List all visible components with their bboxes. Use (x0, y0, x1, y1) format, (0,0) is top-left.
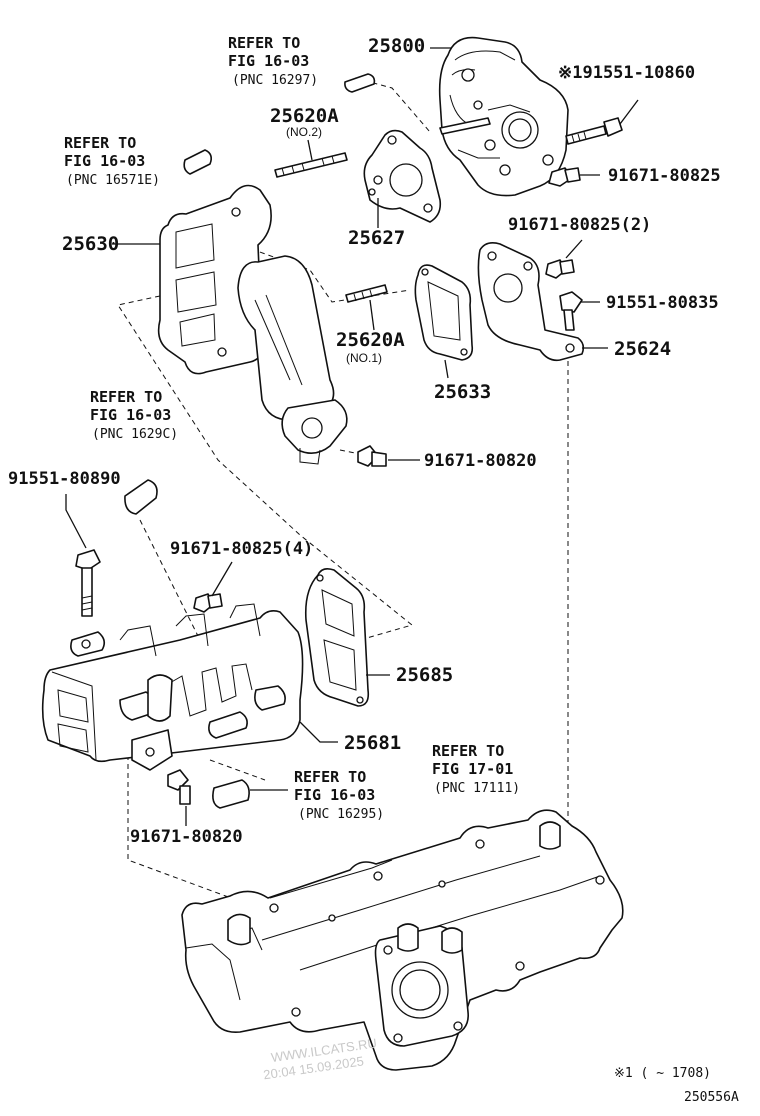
stud-25620A-no2[interactable] (274, 152, 348, 178)
egr-pipe-25630[interactable] (157, 184, 348, 465)
refer-block-1629C[interactable]: REFER TO FIG 16-03 (PNC 1629C) (90, 388, 178, 442)
refer-line-1: REFER TO (294, 768, 366, 786)
refer-block-17111[interactable]: REFER TO FIG 17-01 (PNC 17111) (432, 742, 520, 796)
bolt-91671-80825-pair[interactable] (545, 259, 575, 279)
label-25800[interactable]: 25800 (368, 35, 425, 57)
bolt-91671-80820-mid[interactable] (357, 445, 387, 467)
refer-line-2: FIG 16-03 (90, 406, 171, 424)
part-labels: 25800 ※191551-10860 91671-80825 25620A (… (8, 35, 721, 847)
bolt-91551-10860[interactable] (565, 117, 623, 145)
label-25630[interactable]: 25630 (62, 233, 119, 255)
egr-valve-25800[interactable] (438, 36, 569, 197)
refer-line-1: REFER TO (228, 34, 300, 52)
label-no2: (NO.2) (286, 125, 322, 139)
egr-cooler-25681[interactable] (41, 603, 304, 771)
refer-line-1: REFER TO (432, 742, 504, 760)
label-25681[interactable]: 25681 (344, 732, 401, 754)
bolt-91671-80820-low[interactable] (167, 769, 191, 805)
bolt-91551-80890[interactable] (75, 549, 101, 617)
label-91551-80890[interactable]: 91551-80890 (8, 469, 121, 489)
ref-pipe-stub-3 (124, 479, 158, 515)
label-91671-80825-4[interactable]: 91671-80825(4) (170, 539, 313, 559)
label-no1: (NO.1) (346, 351, 382, 365)
ref-pipe-stub-1 (344, 73, 376, 93)
bolt-91671-80825-quad[interactable] (193, 593, 223, 613)
label-91551-80835[interactable]: 91551-80835 (606, 293, 719, 313)
stud-25620A-no1[interactable] (345, 284, 388, 303)
label-25685[interactable]: 25685 (396, 664, 453, 686)
refer-line-3: (PNC 17111) (434, 781, 520, 796)
label-91551-10860[interactable]: ※191551-10860 (558, 63, 695, 83)
refer-block-16295[interactable]: REFER TO FIG 16-03 (PNC 16295) (294, 768, 384, 822)
gasket-25685[interactable] (304, 568, 370, 707)
adapter-25624[interactable] (477, 242, 585, 362)
refer-line-2: FIG 16-03 (64, 152, 145, 170)
label-91671-80820-mid[interactable]: 91671-80820 (424, 451, 537, 471)
figure-code: 250556A (684, 1090, 739, 1105)
refer-line-2: FIG 17-01 (432, 760, 513, 778)
refer-line-2: FIG 16-03 (228, 52, 309, 70)
label-25633[interactable]: 25633 (434, 381, 491, 403)
refer-block-16297[interactable]: REFER TO FIG 16-03 (PNC 16297) (228, 34, 318, 88)
bolt-91551-80835[interactable] (559, 291, 583, 331)
refer-line-2: FIG 16-03 (294, 786, 375, 804)
label-91671-80820-low[interactable]: 91671-80820 (130, 827, 243, 847)
label-25627[interactable]: 25627 (348, 227, 405, 249)
refer-line-1: REFER TO (90, 388, 162, 406)
footnote: ※1 ( ~ 1708) (614, 1066, 711, 1081)
refer-line-3: (PNC 16297) (232, 73, 318, 88)
label-25624[interactable]: 25624 (614, 338, 671, 360)
refer-line-3: (PNC 1629C) (92, 427, 178, 442)
refer-line-3: (PNC 16295) (298, 807, 384, 822)
stud-to-valve (439, 117, 491, 135)
gasket-25627[interactable] (363, 129, 442, 223)
label-25620A-no2[interactable]: 25620A (270, 105, 339, 127)
watermark: WWW.ILCATS.RU 20:04 15.09.2025 (262, 1035, 377, 1082)
bolt-91671-80825-top[interactable] (548, 167, 581, 187)
gasket-25633[interactable] (414, 264, 474, 361)
ref-pipe-stub-4 (212, 779, 250, 809)
ref-pipe-stub-2 (183, 149, 212, 175)
refer-line-3: (PNC 16571E) (66, 173, 160, 188)
intake-manifold[interactable] (181, 809, 624, 1071)
label-91671-80825-2[interactable]: 91671-80825(2) (508, 215, 651, 235)
refer-line-1: REFER TO (64, 134, 136, 152)
label-25620A-no1[interactable]: 25620A (336, 329, 405, 351)
refer-block-16571E[interactable]: REFER TO FIG 16-03 (PNC 16571E) (64, 134, 160, 188)
label-91671-80825-top[interactable]: 91671-80825 (608, 166, 721, 186)
